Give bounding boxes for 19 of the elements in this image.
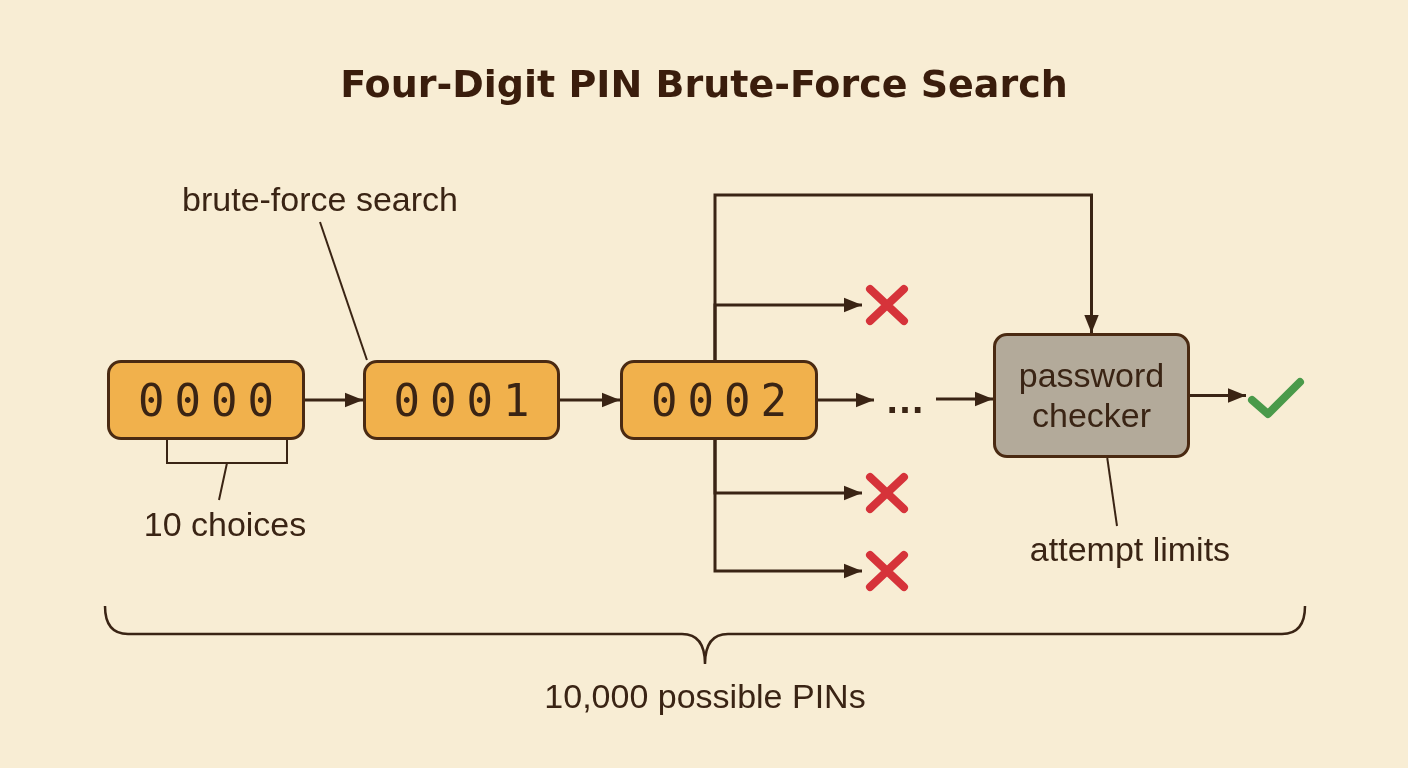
arrow [1190, 388, 1246, 403]
label-text: 10 choices [142, 505, 308, 544]
checker-box: password checker [993, 333, 1190, 458]
arrow [818, 392, 874, 408]
ellipsis-text: … [874, 376, 936, 422]
code-box: 0000 [107, 360, 305, 440]
arrow [936, 391, 993, 407]
label-text: 10,000 possible PINs [543, 677, 867, 716]
code-box: 0001 [363, 360, 560, 440]
callout-text: attempt limits [1000, 526, 1260, 572]
arrow [305, 392, 363, 408]
arrow [713, 440, 862, 579]
leader-line [1106, 457, 1118, 527]
callout-text: brute-force search [150, 176, 490, 222]
diagram-title: Four-Digit PIN Brute-Force Search [339, 62, 1069, 106]
leader-line [319, 221, 368, 361]
code-box: 0002 [620, 360, 818, 440]
arrow [560, 392, 620, 408]
arrow [713, 297, 862, 360]
